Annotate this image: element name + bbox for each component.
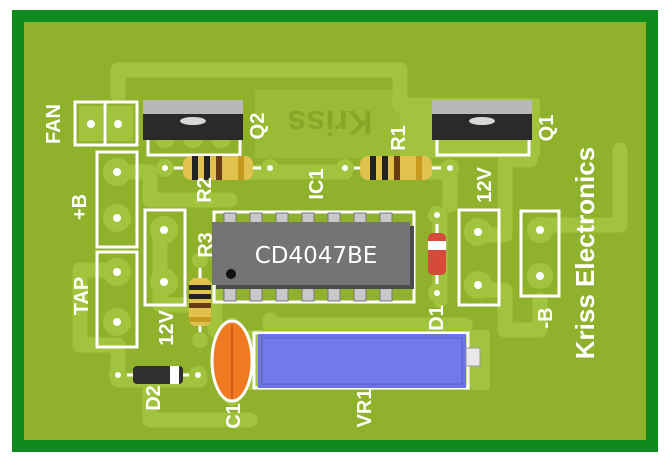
fan-connector xyxy=(73,100,139,147)
transistor-q1 xyxy=(432,100,532,157)
label-r1: R1 xyxy=(388,125,410,151)
resistor-r2 xyxy=(156,156,279,180)
trimmer-vr1 xyxy=(252,331,481,390)
plus-b-connector xyxy=(95,150,139,249)
power-connector-right xyxy=(457,208,501,307)
transistor-q2 xyxy=(143,100,243,157)
label-q1: Q1 xyxy=(536,115,558,142)
brand-text: Kriss Electronics xyxy=(570,147,600,359)
label-12v-right: 12V xyxy=(474,167,496,203)
tap-connector xyxy=(95,250,139,349)
label-minus-b: -B xyxy=(535,307,557,328)
label-tap: TAP xyxy=(71,277,93,316)
label-d1: D1 xyxy=(426,305,448,331)
capacitor-c1 xyxy=(210,317,254,406)
label-q2: Q2 xyxy=(247,113,269,140)
label-plus-b: +B xyxy=(69,194,91,220)
diode-d2 xyxy=(109,366,207,384)
label-ic1: IC1 xyxy=(306,168,328,199)
resistor-r1 xyxy=(336,156,459,180)
label-c1: C1 xyxy=(223,403,245,429)
power-connector-left xyxy=(143,208,187,307)
label-d2: D2 xyxy=(143,385,165,411)
resistor-r3 xyxy=(189,252,211,348)
label-12v-left: 12V xyxy=(156,310,178,346)
watermark: Kriss xyxy=(255,90,405,158)
minus-b-connector xyxy=(519,209,561,298)
ic-cd4047be: CD4047BE xyxy=(212,210,416,304)
watermark-text: Kriss xyxy=(287,103,372,141)
ic-part-number: CD4047BE xyxy=(255,243,378,269)
label-vr1: VR1 xyxy=(354,389,376,428)
label-fan: FAN xyxy=(43,104,65,144)
label-r3: R3 xyxy=(195,232,217,258)
diode-d1 xyxy=(428,206,446,302)
silkscreen-labels: FAN +B TAP D2 C1 VR1 R3 12V Q2 R2 IC1 R1… xyxy=(43,104,600,429)
label-r2: R2 xyxy=(194,177,216,203)
